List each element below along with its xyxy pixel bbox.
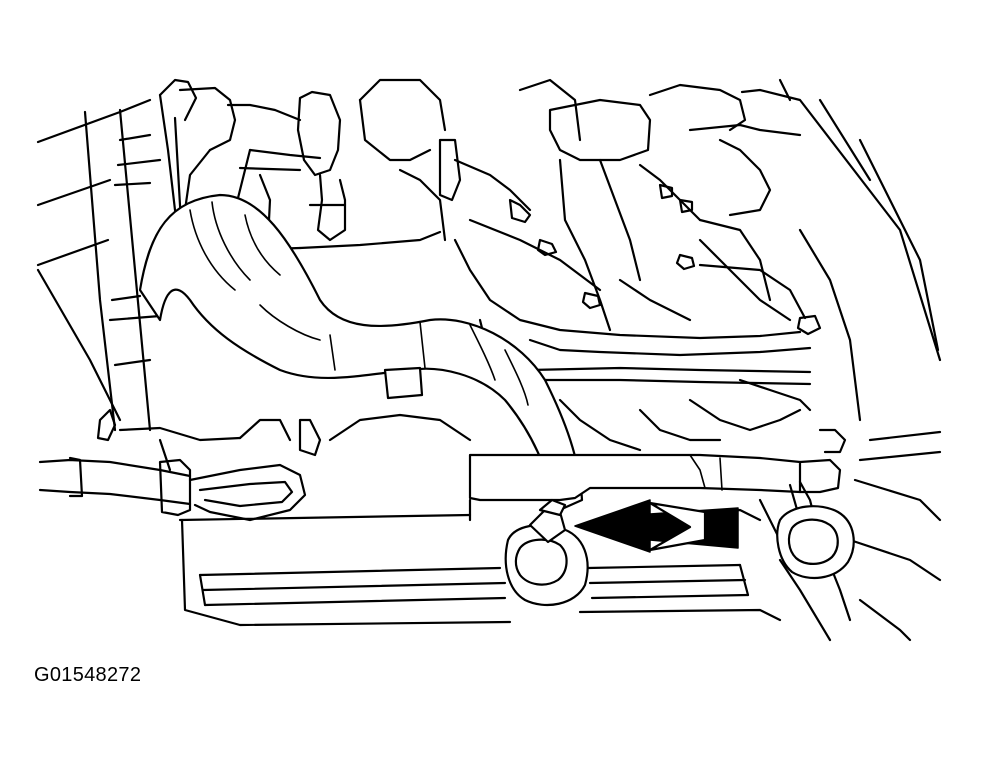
- frame-lines: [36, 78, 942, 642]
- oxygen-sensor: [504, 498, 589, 607]
- upper-components: [158, 78, 847, 454]
- wiring-harness: [38, 408, 472, 522]
- valve-cover: [178, 498, 792, 627]
- double-arrow-pointer-icon: [574, 499, 739, 553]
- sensor-pipe: [468, 453, 852, 622]
- grommet: [776, 505, 855, 579]
- figure-id-label: G01548272: [34, 664, 142, 686]
